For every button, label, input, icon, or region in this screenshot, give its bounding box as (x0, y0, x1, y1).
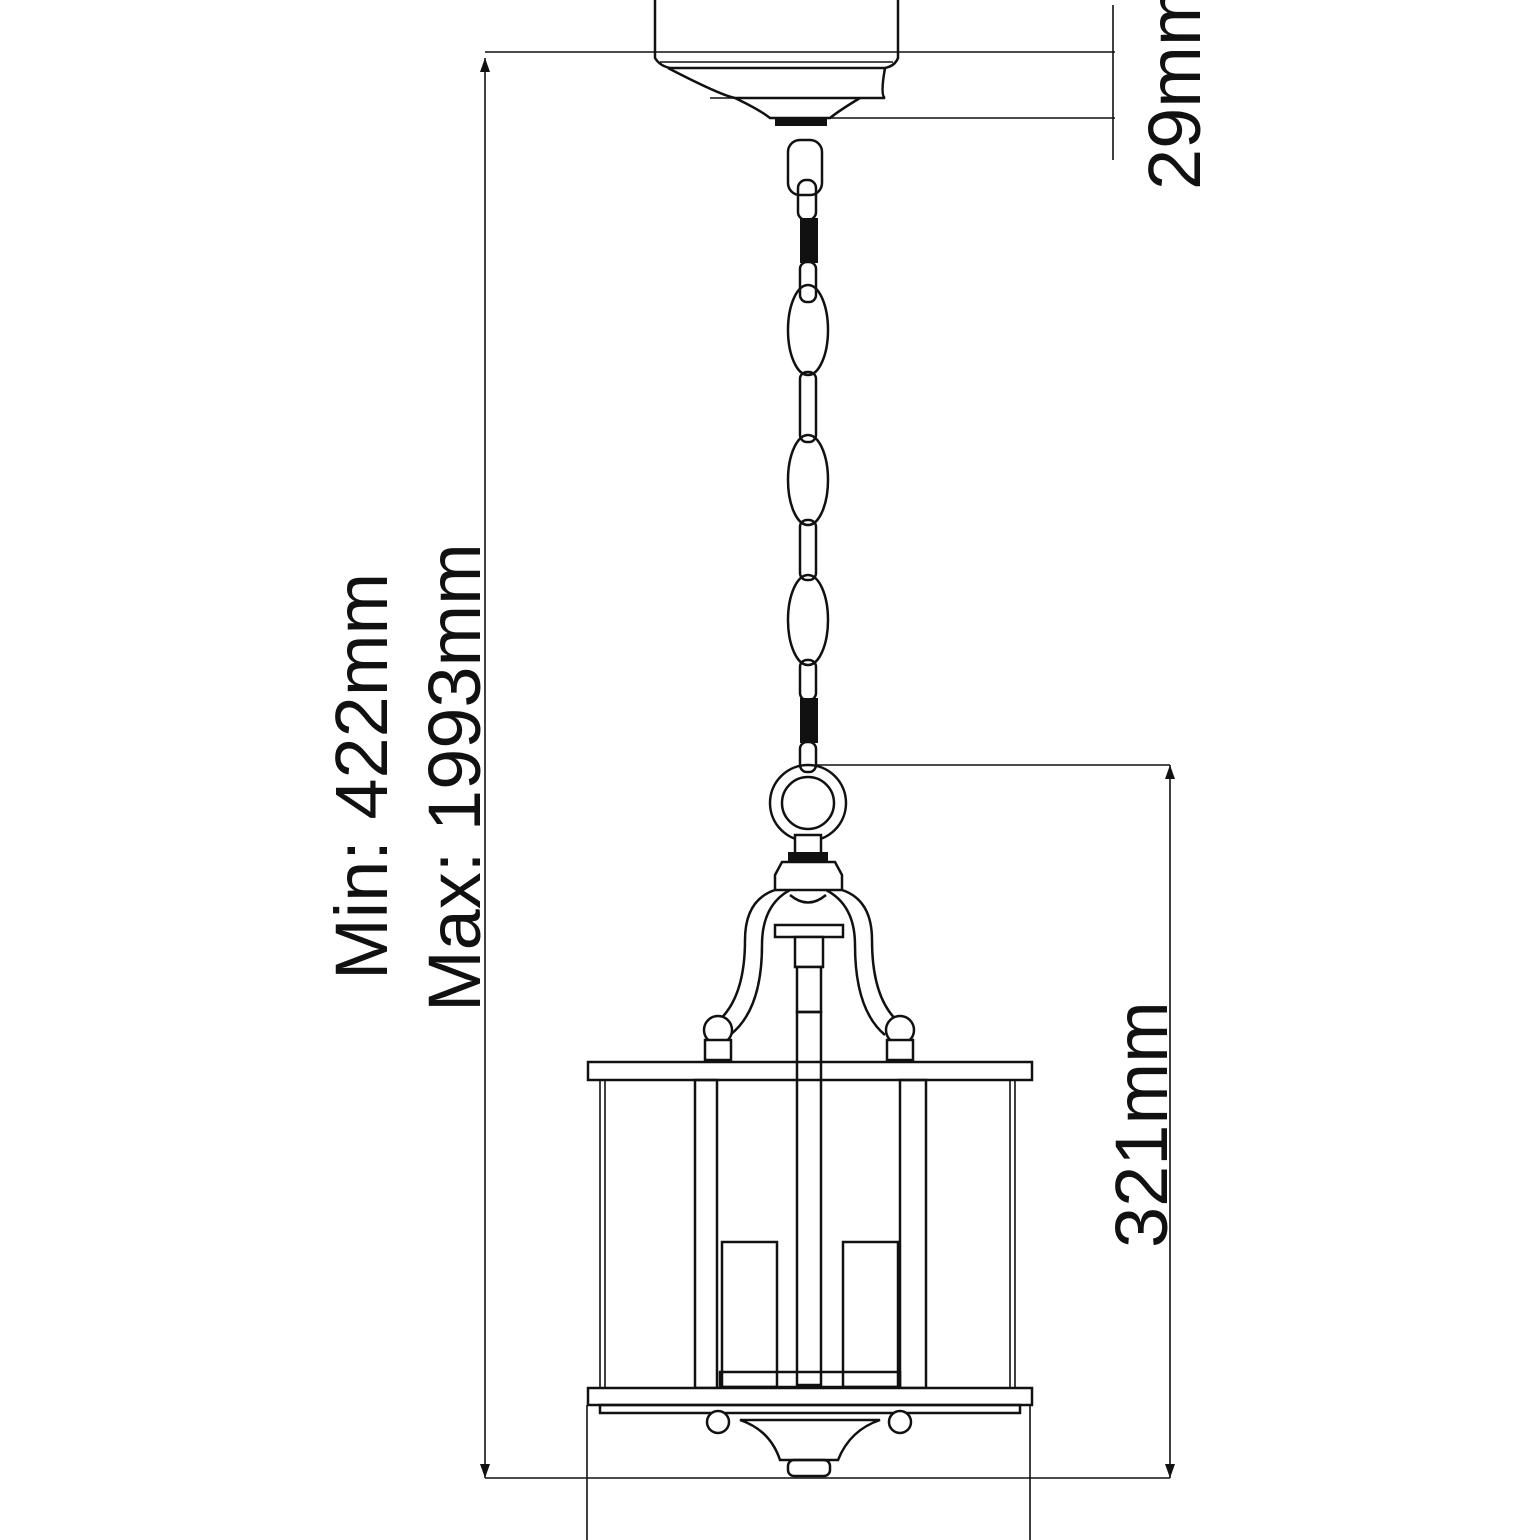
ceiling-canopy (653, 0, 900, 126)
min-drop-label: Min: 422mm (320, 573, 403, 980)
lantern-arms (702, 888, 916, 1062)
max-drop-label: Max: 1993mm (413, 543, 496, 1012)
canopy-height-label: 29mm (1133, 0, 1216, 190)
hanging-ring (768, 763, 848, 892)
dimension-lines (480, 5, 1175, 1540)
lantern-body (586, 1010, 1034, 1478)
chain (786, 138, 830, 774)
body-height-label: 321mm (1100, 1001, 1183, 1248)
